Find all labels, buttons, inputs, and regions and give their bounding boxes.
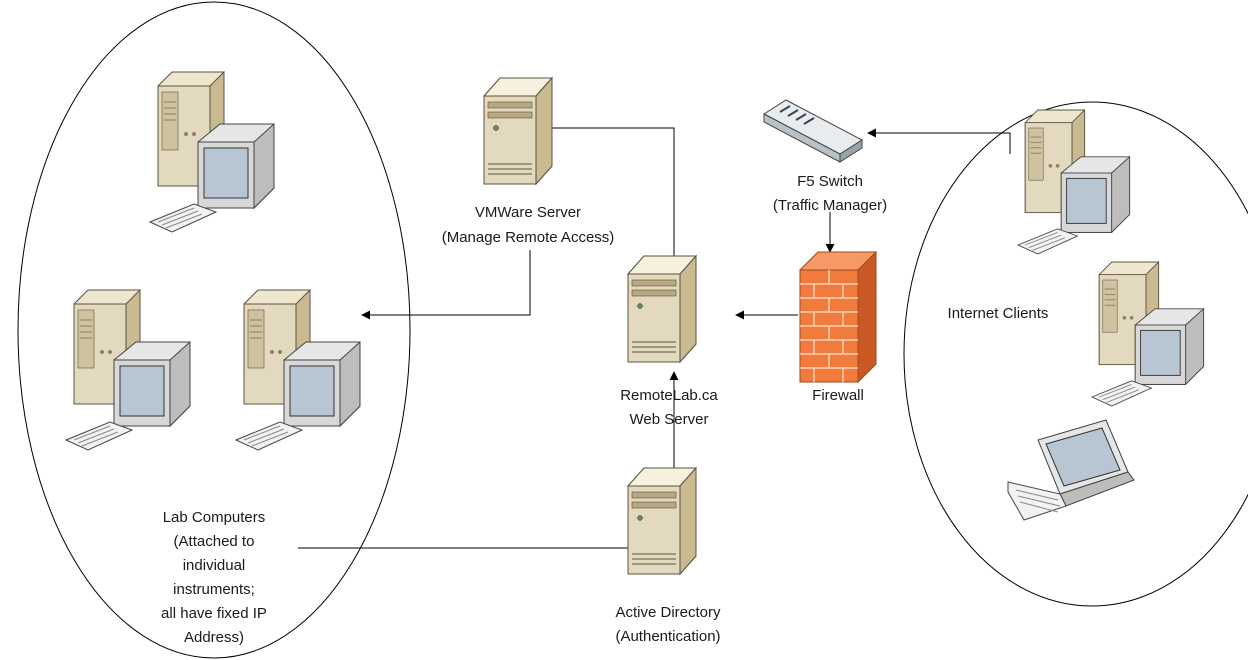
lab-computer-icon: [235, 289, 361, 451]
internet-clients-label: Internet Clients: [948, 305, 1049, 322]
lab-computer-icon: [65, 289, 191, 451]
firewall-label: Firewall: [812, 387, 864, 404]
internet-client-computer-icon: [1017, 109, 1131, 255]
internet-client-computer-icon: [1091, 261, 1205, 407]
active-directory-server-icon: [627, 467, 697, 575]
vmware-server-label: VMWare Server: [475, 204, 581, 221]
lab-computers-group-ellipse: [17, 1, 411, 659]
lab-computers-label: Lab Computers: [163, 509, 266, 526]
web-server-icon: [627, 255, 697, 363]
lab-computers-desc-line: (Attached to: [174, 533, 255, 550]
web-server-sublabel: Web Server: [630, 411, 709, 428]
vmware-server-sublabel: (Manage Remote Access): [442, 229, 615, 246]
f5-switch-sublabel: (Traffic Manager): [773, 197, 887, 214]
vmware-server-icon: [483, 77, 553, 185]
lab-computers-desc-line: all have fixed IP: [161, 605, 267, 622]
active-directory-label: Active Directory: [615, 604, 721, 621]
f5-switch-label: F5 Switch: [797, 173, 863, 190]
internet-clients-group-ellipse: [903, 101, 1248, 607]
web-server-label: RemoteLab.ca: [620, 387, 718, 404]
clients-to-f5-connector: [867, 128, 1011, 154]
active-directory-sublabel: (Authentication): [615, 628, 720, 645]
lab-computers-desc-line: individual: [183, 557, 246, 574]
firewall-icon: [798, 250, 878, 384]
webserver-to-vmware-connector: [531, 123, 675, 318]
f5-switch-icon: [763, 99, 863, 163]
vmware-to-lab-connector: [361, 250, 531, 320]
internet-client-laptop-icon: [1007, 419, 1135, 521]
lab-computers-desc-line: Address): [184, 629, 244, 646]
lab-computer-icon: [149, 71, 275, 233]
lab-computers-desc-line: instruments;: [173, 581, 255, 598]
